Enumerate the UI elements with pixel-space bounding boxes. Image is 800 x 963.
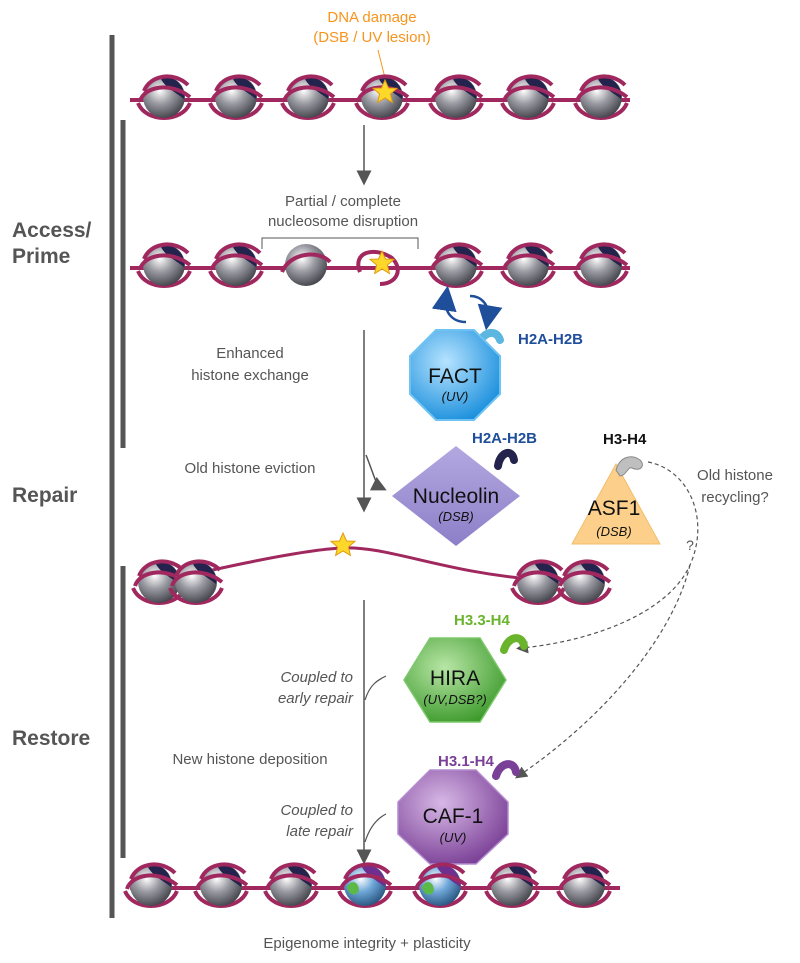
fact-chaperone: FACT (UV)	[409, 328, 504, 421]
asf1-context: (DSB)	[596, 524, 631, 539]
caf1-cargo: H3.1-H4	[438, 753, 495, 770]
recycling-question: ?	[686, 537, 694, 553]
coupled-late-label: Coupled to	[280, 802, 353, 819]
asf1-cargo: H3-H4	[603, 431, 647, 448]
eviction-branch	[365, 454, 387, 491]
disruption-label: Partial / complete	[285, 193, 401, 210]
fact-cargo: H2A-H2B	[518, 331, 583, 348]
recycling-label: Old histone	[697, 467, 773, 484]
hira-context: (UV,DSB?)	[423, 692, 486, 707]
coupled-early-sublabel: early repair	[278, 690, 354, 707]
exchange-label: Enhanced	[216, 345, 284, 362]
chromatin-row-restored	[123, 862, 620, 908]
recycling-sublabel: recycling?	[701, 489, 769, 506]
stage-label-access: Access/	[12, 219, 92, 242]
nucleolin-chaperone: Nucleolin (DSB)	[392, 446, 520, 546]
hira-cargo: H3.3-H4	[454, 612, 511, 629]
eviction-label: Old histone eviction	[185, 460, 316, 477]
nucleolin-context: (DSB)	[438, 509, 473, 524]
asf1-name: ASF1	[588, 497, 641, 520]
nucleolin-cargo: H2A-H2B	[472, 430, 537, 447]
early-coupling-curve	[364, 675, 387, 701]
disruption-sublabel: nucleosome disruption	[268, 213, 418, 230]
lesion-star-3	[330, 532, 356, 556]
late-coupling-curve	[364, 813, 387, 843]
coupled-early-label: Coupled to	[280, 669, 353, 686]
chromatin-row-evicted	[131, 546, 612, 605]
stage-label-restore: Restore	[12, 727, 90, 750]
exchange-sublabel: histone exchange	[191, 367, 309, 384]
stage-label-prime: Prime	[12, 245, 70, 268]
fact-context: (UV)	[442, 389, 469, 404]
hira-chaperone: HIRA (UV,DSB?)	[403, 634, 528, 723]
fact-name: FACT	[428, 365, 482, 388]
deposition-label: New histone deposition	[172, 751, 327, 768]
caf1-name: CAF-1	[423, 805, 484, 828]
footer-label: Epigenome integrity + plasticity	[263, 935, 471, 952]
stage-label-repair: Repair	[12, 484, 77, 507]
caf1-chaperone: CAF-1 (UV)	[397, 760, 520, 865]
coupled-late-sublabel: late repair	[286, 823, 354, 840]
disruption-bracket	[261, 237, 419, 249]
lesion-star-2	[369, 250, 395, 274]
exchange-arrow-up	[431, 285, 467, 324]
asf1-chaperone: ASF1 (DSB)	[571, 456, 661, 545]
damage-label: DNA damage	[327, 9, 416, 26]
damage-sublabel: (DSB / UV lesion)	[313, 29, 431, 46]
caf1-context: (UV)	[440, 830, 467, 845]
nucleolin-name: Nucleolin	[413, 485, 499, 508]
hira-name: HIRA	[430, 667, 480, 690]
recycling-path-caf1	[515, 564, 691, 779]
exchange-arrow-down	[469, 294, 503, 331]
